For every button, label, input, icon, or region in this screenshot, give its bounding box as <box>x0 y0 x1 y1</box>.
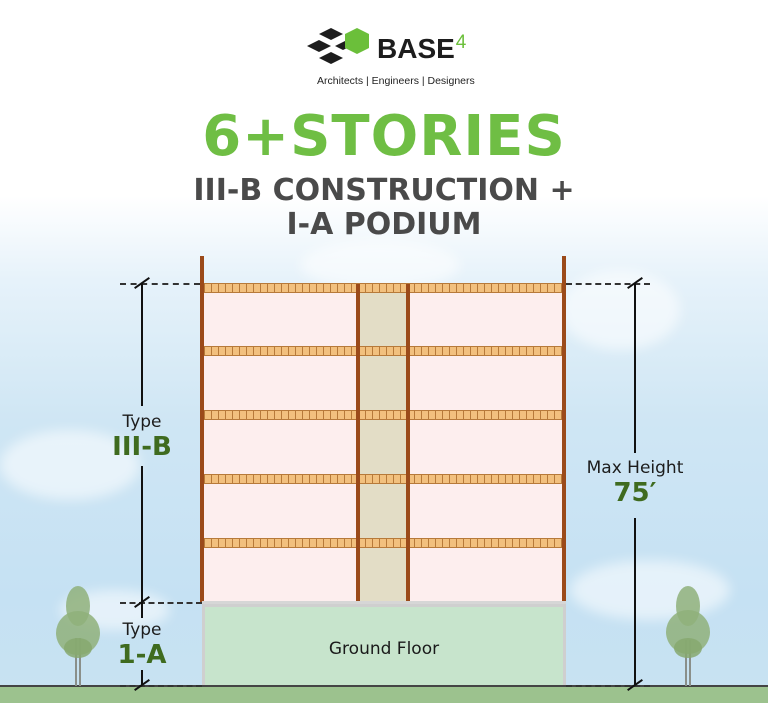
dimension-guide-top-left <box>120 283 200 285</box>
dimension-line-podium <box>141 670 143 685</box>
logo-wordmark: BASE4 <box>377 32 466 65</box>
timber-post-right <box>562 256 566 602</box>
logo-mark-icon <box>307 28 369 64</box>
dimension-line-podium <box>141 602 143 618</box>
logo: BASE4 Architects | Engineers | Designers <box>305 28 475 92</box>
dimension-guide-ground-right <box>566 685 650 687</box>
cloud <box>0 430 140 500</box>
dimension-guide-top-right <box>566 283 650 285</box>
floor-slab-1 <box>204 283 562 293</box>
subtitle-line-1: III-B CONSTRUCTION + <box>193 173 575 208</box>
ground-floor-podium: Ground Floor <box>202 604 566 686</box>
cloud <box>300 240 460 290</box>
max-height-value: 75′ <box>613 478 657 508</box>
timber-post-left <box>200 256 204 602</box>
brand-name: BASE <box>377 33 455 64</box>
dimension-line-total <box>634 283 636 453</box>
floor-slab-2 <box>204 346 562 356</box>
timber-post-core-right <box>406 284 410 602</box>
upper-floor-right-bay <box>410 284 562 602</box>
timber-post-core-left <box>356 284 360 602</box>
ground-floor-label: Ground Floor <box>328 639 440 659</box>
ground-line <box>0 685 768 703</box>
dimension-line-upper <box>141 466 143 602</box>
floor-slab-4 <box>204 474 562 484</box>
floor-slab-3 <box>204 410 562 420</box>
page-title: 6+STORIES <box>202 104 566 169</box>
dimension-guide-ground-left <box>120 685 202 687</box>
upper-type-label: Type <box>122 412 162 432</box>
upper-floor-left-bay <box>204 284 358 602</box>
tree-icon <box>56 586 100 686</box>
stair-core <box>360 284 406 602</box>
upper-type-value: III-B <box>112 432 172 462</box>
brand-suffix: 4 <box>455 32 467 53</box>
dimension-guide-podium-left <box>120 602 202 604</box>
cloud <box>570 560 730 620</box>
logo-tagline: Architects | Engineers | Designers <box>317 75 475 87</box>
subtitle-line-2: I-A PODIUM <box>286 207 482 242</box>
podium-type-label: Type <box>122 620 162 640</box>
tree-icon <box>666 586 710 686</box>
podium-type-value: 1-A <box>117 640 167 670</box>
dimension-line-upper <box>141 283 143 406</box>
max-height-label: Max Height <box>586 458 684 478</box>
dimension-line-total <box>634 518 636 685</box>
cloud <box>560 270 680 350</box>
floor-slab-5 <box>204 538 562 548</box>
podium-slab <box>202 601 566 606</box>
